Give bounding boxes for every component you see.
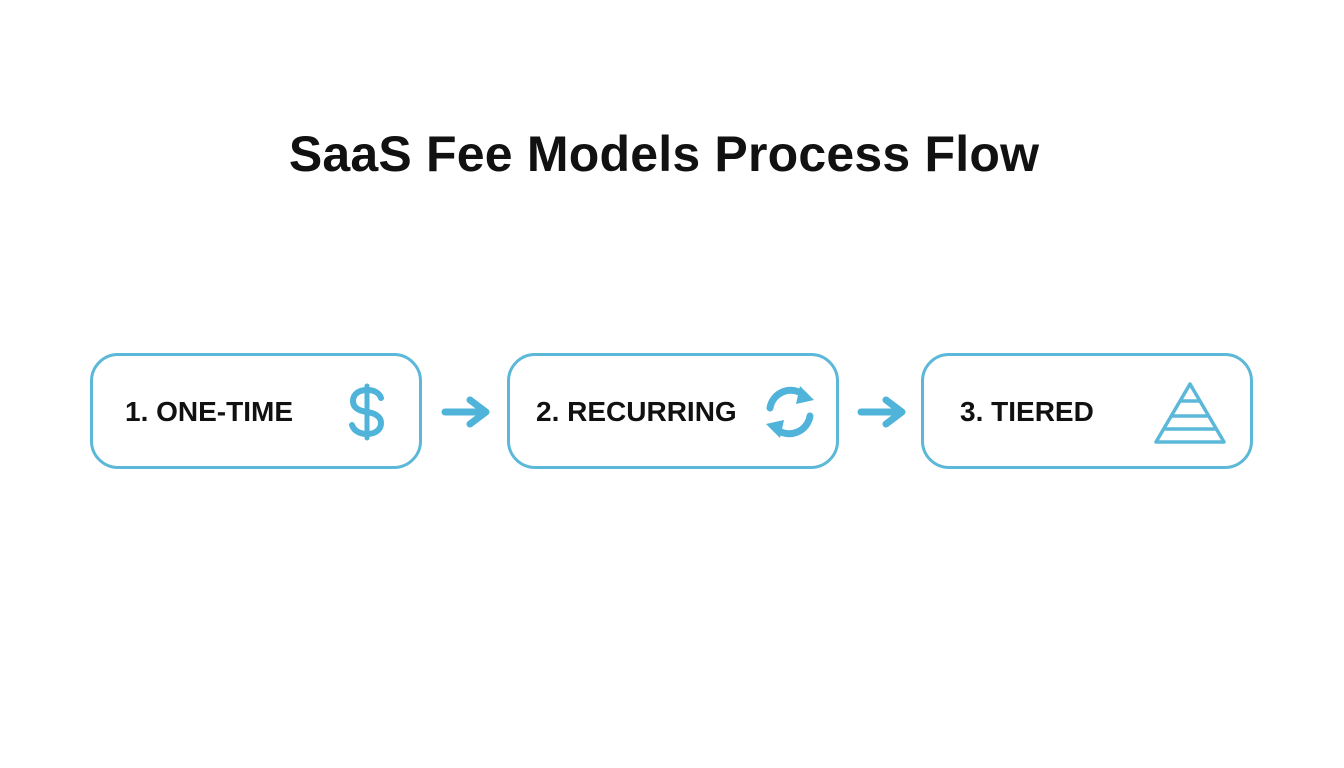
page-title: SaaS Fee Models Process Flow — [288, 126, 1040, 182]
cycle-arrows-icon — [766, 386, 814, 438]
step-label: 2. RECURRING — [536, 396, 737, 427]
arrow-right-icon — [857, 396, 906, 428]
step-label: 3. TIERED — [960, 396, 1094, 427]
step-recurring: 2. RECURRING — [507, 353, 839, 469]
dollar-icon — [349, 383, 385, 441]
arrow-right-icon — [441, 396, 490, 428]
step-one-time: 1. ONE-TIME — [90, 353, 422, 469]
step-tiered: 3. TIERED — [921, 353, 1253, 469]
step-label: 1. ONE-TIME — [125, 396, 294, 427]
pyramid-icon — [1154, 382, 1226, 444]
